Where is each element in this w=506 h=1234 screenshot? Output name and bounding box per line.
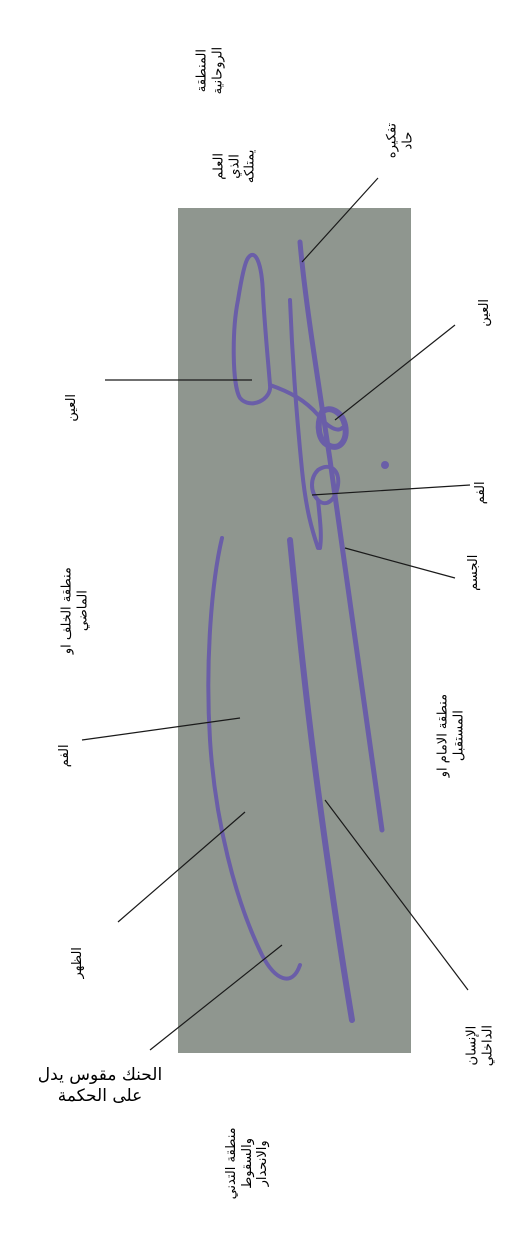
- label-inner-human: الإنسان الداخلي: [464, 1006, 495, 1086]
- signature-paper: [178, 208, 411, 1053]
- label-front-future-zone: منطقة الامام او المستقبل: [435, 681, 466, 791]
- label-mouth-left: الفم: [57, 731, 73, 781]
- label-mouth-right: الفم: [473, 468, 489, 518]
- label-eye-right: العين: [477, 283, 493, 343]
- label-back-past-zone: منطقة الخلف او الماضي: [59, 556, 90, 666]
- label-body: الجسم: [466, 543, 482, 603]
- label-eye-left: العين: [64, 378, 80, 438]
- label-jaw-arc: الحنك مقوس يدل على الحكمة: [20, 1065, 180, 1108]
- label-submission-zone: منطقة التدني والسقوط والانحدار: [224, 1106, 271, 1221]
- label-knowledge: العلم الذي يمتلكه: [212, 131, 259, 201]
- ink-dot: [381, 461, 389, 469]
- label-back: الظهر: [70, 933, 86, 993]
- label-spiritual-zone: المنطقة الروحانية: [194, 26, 225, 116]
- label-thinking-sharp: تفكيره حاد: [384, 101, 415, 181]
